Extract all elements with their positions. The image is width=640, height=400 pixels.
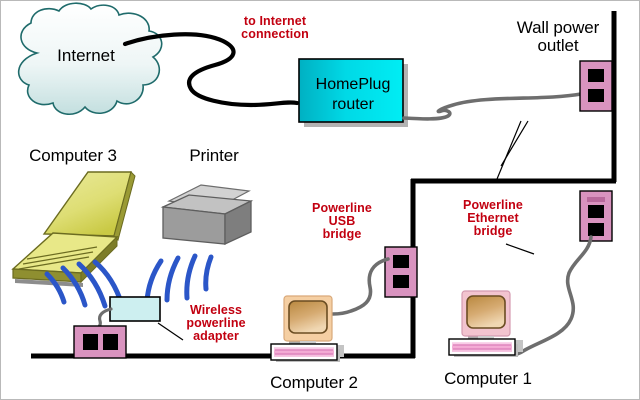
computer2-desktop: [270, 295, 344, 362]
computer2-usb-cable: [331, 257, 390, 316]
homeplug-router: [298, 58, 408, 127]
router-to-wall-outlet-cable: [402, 92, 583, 121]
internet-connection-wire: [122, 32, 300, 108]
internet-cloud-label: Internet: [57, 46, 115, 65]
outlet-ethernet-bridge: [579, 190, 613, 242]
outlet-usb-bridge: [384, 246, 418, 298]
wall-power-outlet-label: Wall power outlet: [516, 18, 600, 55]
wireless-powerline-adapter: [109, 296, 161, 322]
leader-line-ethernet-bridge-bottom: [505, 243, 535, 255]
leader-line-wireless-adapter: [157, 322, 184, 341]
printer-device: [160, 184, 254, 246]
computer1-desktop: [448, 290, 523, 357]
computer2-label: Computer 2: [270, 373, 358, 392]
outlet-wall-top-right: [579, 60, 613, 112]
powerline-usb-bridge-label: Powerline USB bridge: [312, 201, 372, 242]
internet-cloud: [17, 2, 163, 115]
leader-line-ethernet-bridge-top: [496, 120, 522, 180]
computer3-laptop: [11, 171, 136, 287]
printer-label: Printer: [189, 146, 239, 165]
wireless-powerline-adapter-label: Wireless powerline adapter: [186, 303, 246, 344]
computer1-power-cable: [509, 235, 593, 357]
outlet-wireless-adapter: [73, 325, 127, 359]
computer1-label: Computer 1: [444, 369, 532, 388]
powerline-ethernet-bridge-label: Powerline Ethernet bridge: [463, 198, 523, 239]
wifi-arcs-printer: [144, 253, 214, 304]
to-internet-connection-label: to Internet connection: [241, 14, 309, 42]
homeplug-router-label: HomePlug router: [315, 76, 391, 114]
computer3-label: Computer 3: [29, 146, 117, 165]
